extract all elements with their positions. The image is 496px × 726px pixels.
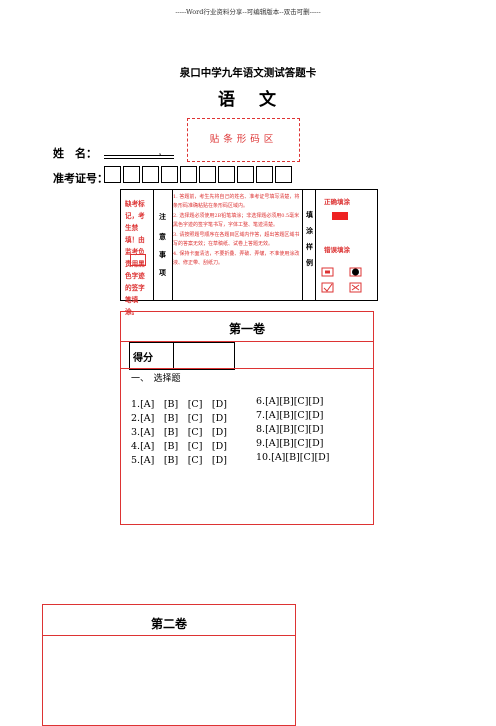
notice-heading-column: 注 意 事 项 — [154, 190, 173, 300]
notice-item: 1. 答题前，考生先将自己的姓名、准考证号填写清楚，将条形码准确粘贴在条形码区域… — [173, 194, 300, 209]
notice-item: 4. 保持卡面清洁，不要折叠、弄破、弄皱，不准使用涂改液、修正带、刮纸刀。 — [173, 251, 300, 266]
absent-mark-box[interactable] — [130, 254, 146, 266]
example-heading-char: 涂 — [306, 226, 313, 235]
absent-mark-column: 缺考标记，考生禁填！由监考负责用黑色字迹的签字笔填涂。 — [121, 190, 154, 316]
id-digit-box[interactable] — [256, 166, 273, 183]
header-note: -----Word行业资料分享--可编辑版本--双击可删----- — [175, 8, 321, 16]
score-divider — [173, 343, 174, 369]
section2-divider — [43, 635, 295, 636]
answer-row[interactable]: 9.[A][B][C][D] — [256, 438, 324, 449]
correct-fill-example — [332, 212, 348, 220]
id-digit-box[interactable] — [180, 166, 197, 183]
id-digit-box[interactable] — [237, 166, 254, 183]
example-heading-char: 样 — [306, 242, 313, 251]
name-label: 姓 名： — [53, 147, 97, 160]
score-label: 得分 — [133, 353, 153, 364]
answer-row[interactable]: 7.[A][B][C][D] — [256, 410, 324, 421]
name-field-line[interactable] — [104, 155, 174, 156]
notice-item: 2. 选择题必须使用2B铅笔填涂；非选择题必须用0.5毫米黑色字迹的签字笔书写，… — [173, 213, 300, 228]
id-digit-box[interactable] — [218, 166, 235, 183]
id-boxes — [104, 166, 294, 183]
answer-row[interactable]: 6.[A][B][C][D] — [256, 396, 324, 407]
id-digit-box[interactable] — [142, 166, 159, 183]
page-title: 泉口中学九年语文测试答题卡 — [179, 67, 317, 79]
section2-title: 第二卷 — [150, 617, 187, 631]
section2-panel: 第二卷 — [42, 604, 296, 726]
barcode-label: 贴条形码区 — [209, 134, 278, 145]
answer-row[interactable]: 4.[A] [B] [C] [D] — [131, 441, 227, 452]
score-box: 得分 — [129, 342, 235, 370]
question-type: 一、 选择题 — [131, 374, 181, 384]
notice-heading-char: 项 — [159, 268, 166, 277]
answer-row[interactable]: 8.[A][B][C][D] — [256, 424, 324, 435]
answer-row[interactable]: 10.[A][B][C][D] — [256, 452, 330, 463]
barcode-area: 贴条形码区 — [187, 118, 300, 162]
example-heading-column: 填 涂 样 例 — [302, 190, 316, 300]
notice-heading-char: 注 — [159, 212, 166, 221]
id-digit-box[interactable] — [275, 166, 292, 183]
example-heading-char: 填 — [306, 210, 313, 219]
id-label: 准考证号： — [53, 172, 108, 185]
notice-item: 3. 请按照题号顺序在各题目区域内作答，超出答题区域书写的答案无效；在草稿纸、试… — [173, 232, 300, 247]
answer-row[interactable]: 5.[A] [B] [C] [D] — [131, 455, 227, 466]
wrong-fill-label: 错误填涂 — [324, 246, 350, 254]
notice-box: 缺考标记，考生禁填！由监考负责用黑色字迹的签字笔填涂。 注 意 事 项 1. 答… — [120, 189, 378, 316]
id-digit-box[interactable] — [104, 166, 121, 183]
section1-panel: 第一卷 得分 一、 选择题 1.[A] [B] [C] [D] 2.[A] [B… — [120, 311, 374, 525]
id-digit-box[interactable] — [161, 166, 178, 183]
correct-fill-label: 正确填涂 — [324, 198, 350, 206]
answer-row[interactable]: 2.[A] [B] [C] [D] — [131, 413, 227, 424]
name-comma: ， — [158, 148, 166, 157]
id-digit-box[interactable] — [199, 166, 216, 183]
notice-heading-char: 事 — [159, 250, 166, 259]
wrong-fill-examples-icon — [321, 267, 362, 293]
section1-divider — [121, 368, 373, 369]
answer-row[interactable]: 1.[A] [B] [C] [D] — [131, 399, 227, 410]
answer-row[interactable]: 3.[A] [B] [C] [D] — [131, 427, 227, 438]
subject-title: 语文 — [218, 90, 300, 110]
name-field-underline — [104, 158, 174, 159]
absent-mark-text: 缺考标记，考生禁填！由监考负责用黑色字迹的签字笔填涂。 — [125, 200, 145, 316]
section1-header: 第一卷 — [121, 312, 373, 342]
notice-items: 1. 答题前，考生先将自己的姓名、准考证号填写清楚，将条形码准确粘贴在条形码区域… — [173, 193, 301, 269]
notice-heading-char: 意 — [159, 232, 166, 241]
example-heading-char: 例 — [306, 258, 313, 267]
section1-title: 第一卷 — [228, 322, 265, 336]
fill-examples: 正确填涂 错误填涂 — [314, 190, 377, 300]
id-digit-box[interactable] — [123, 166, 140, 183]
